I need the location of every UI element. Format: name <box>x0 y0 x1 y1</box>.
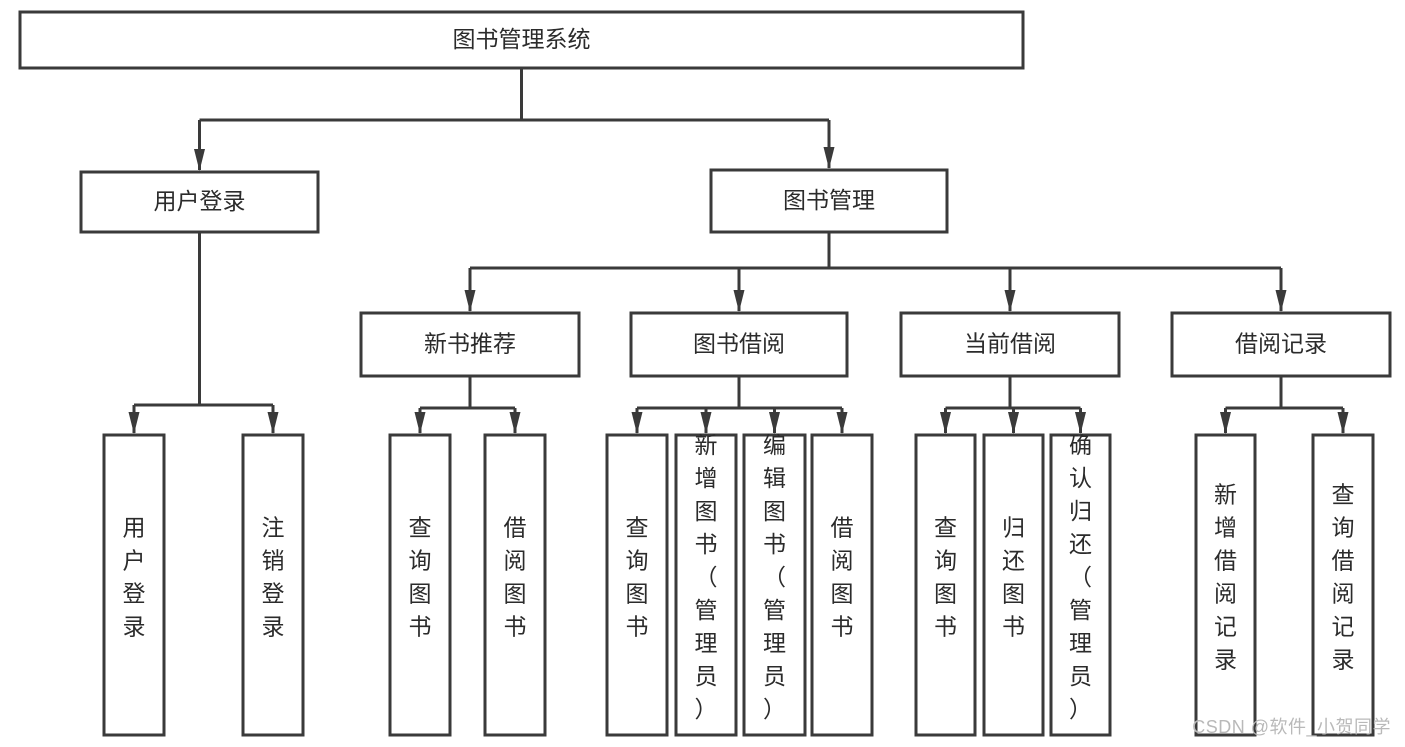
node-leaf-query-record-box[interactable] <box>1311 433 1375 737</box>
node-current-borrow[interactable]: 当前借阅 <box>899 311 1121 378</box>
node-layer: 图书管理系统用户登录图书管理新书推荐图书借阅当前借阅借阅记录用户登录注销登录查询… <box>18 10 1392 737</box>
node-current-borrow-box[interactable] <box>899 311 1121 378</box>
node-leaf-query-book-1[interactable]: 查询图书 <box>388 433 452 737</box>
node-leaf-borrow-book-2[interactable]: 借阅图书 <box>810 433 874 737</box>
node-book-manage[interactable]: 图书管理 <box>709 168 949 234</box>
node-borrow-record-box[interactable] <box>1170 311 1392 378</box>
node-leaf-user-logout-box[interactable] <box>241 433 305 737</box>
node-leaf-query-book-3-box[interactable] <box>914 433 977 737</box>
node-leaf-user-login[interactable]: 用户登录 <box>102 433 166 737</box>
node-leaf-return-book[interactable]: 归还图书 <box>982 433 1045 737</box>
node-leaf-add-book-box[interactable] <box>674 433 738 737</box>
node-leaf-query-record[interactable]: 查询借阅记录 <box>1311 433 1375 737</box>
node-book-borrow-label: 图书借阅 <box>693 331 785 357</box>
borrow-record-to-leaves-arrow-0 <box>1220 412 1231 434</box>
node-leaf-query-book-1-label: 查询图书 <box>409 515 432 640</box>
node-book-borrow-box[interactable] <box>629 311 849 378</box>
node-leaf-edit-book[interactable]: 编辑图书（管理员） <box>742 432 807 737</box>
node-leaf-edit-book-box[interactable] <box>742 433 807 737</box>
node-leaf-add-record[interactable]: 新增借阅记录 <box>1194 433 1257 737</box>
node-leaf-user-logout-label: 注销登录 <box>262 515 285 640</box>
node-book-manage-label: 图书管理 <box>783 187 875 213</box>
node-user-login[interactable]: 用户登录 <box>79 170 320 234</box>
current-borrow-to-leaves-arrow-1 <box>1008 412 1019 434</box>
node-root-label: 图书管理系统 <box>453 26 591 52</box>
node-leaf-borrow-book-2-box[interactable] <box>810 433 874 737</box>
node-leaf-borrow-book-1[interactable]: 借阅图书 <box>483 433 547 737</box>
edge-layer <box>128 68 1349 434</box>
node-leaf-borrow-book-2-label: 借阅图书 <box>831 515 854 640</box>
book-manage-to-level2-arrow-3 <box>1275 290 1287 312</box>
user-login-to-leaves-arrow-1 <box>267 412 279 434</box>
node-new-book-recommend[interactable]: 新书推荐 <box>359 311 581 378</box>
book-manage-to-level2-arrow-2 <box>1004 290 1016 312</box>
node-new-book-recommend-label: 新书推荐 <box>424 331 516 357</box>
node-root[interactable]: 图书管理系统 <box>18 10 1025 70</box>
node-leaf-confirm-return[interactable]: 确认归还（管理员） <box>1049 432 1112 737</box>
node-leaf-borrow-book-1-box[interactable] <box>483 433 547 737</box>
node-leaf-add-record-label: 新增借阅记录 <box>1214 482 1237 673</box>
root-to-level1-arrow-1 <box>823 147 835 169</box>
node-leaf-user-login-box[interactable] <box>102 433 166 737</box>
node-current-borrow-label: 当前借阅 <box>964 331 1056 357</box>
node-leaf-user-logout[interactable]: 注销登录 <box>241 433 305 737</box>
book-manage-to-level2-arrow-1 <box>733 290 745 312</box>
node-book-manage-box[interactable] <box>709 168 949 234</box>
book-manage-to-level2-arrow-0 <box>464 290 476 312</box>
new-book-recommend-to-leaves-arrow-1 <box>509 412 521 434</box>
node-leaf-return-book-box[interactable] <box>982 433 1045 737</box>
book-borrow-to-leaves-arrow-0 <box>631 412 643 434</box>
borrow-record-to-leaves-arrow-1 <box>1337 412 1349 434</box>
node-new-book-recommend-box[interactable] <box>359 311 581 378</box>
node-leaf-query-book-2[interactable]: 查询图书 <box>605 433 669 737</box>
node-leaf-query-book-3[interactable]: 查询图书 <box>914 433 977 737</box>
node-root-box[interactable] <box>18 10 1025 70</box>
node-leaf-borrow-book-1-label: 借阅图书 <box>504 515 527 640</box>
node-user-login-label: 用户登录 <box>154 188 246 214</box>
node-leaf-query-book-1-box[interactable] <box>388 433 452 737</box>
book-borrow-to-leaves-arrow-2 <box>769 412 780 434</box>
node-leaf-confirm-return-box[interactable] <box>1049 433 1112 737</box>
user-login-to-leaves-arrow-0 <box>128 412 140 434</box>
watermark-csdn: CSDN @软件_小贺同学 <box>1192 717 1391 737</box>
node-leaf-add-book[interactable]: 新增图书（管理员） <box>674 432 738 737</box>
book-borrow-to-leaves-arrow-3 <box>836 412 848 434</box>
book-borrow-to-leaves-arrow-1 <box>700 412 712 434</box>
node-leaf-query-book-2-label: 查询图书 <box>626 515 649 640</box>
node-leaf-query-record-label: 查询借阅记录 <box>1332 482 1355 673</box>
current-borrow-to-leaves-arrow-0 <box>940 412 951 434</box>
node-leaf-query-book-2-box[interactable] <box>605 433 669 737</box>
current-borrow-to-leaves-arrow-2 <box>1075 412 1086 434</box>
node-leaf-return-book-label: 归还图书 <box>1002 515 1025 640</box>
node-leaf-user-login-label: 用户登录 <box>123 515 146 640</box>
node-leaf-query-book-3-label: 查询图书 <box>934 515 957 640</box>
node-leaf-add-book-label: 新增图书（管理员） <box>695 432 718 722</box>
node-borrow-record-label: 借阅记录 <box>1235 331 1327 357</box>
node-borrow-record[interactable]: 借阅记录 <box>1170 311 1392 378</box>
new-book-recommend-to-leaves-arrow-0 <box>414 412 426 434</box>
node-book-borrow[interactable]: 图书借阅 <box>629 311 849 378</box>
root-to-level1-arrow-0 <box>194 149 205 171</box>
node-leaf-edit-book-label: 编辑图书（管理员） <box>763 432 786 722</box>
node-user-login-box[interactable] <box>79 170 320 234</box>
node-leaf-confirm-return-label: 确认归还（管理员） <box>1069 432 1092 722</box>
node-leaf-add-record-box[interactable] <box>1194 433 1257 737</box>
